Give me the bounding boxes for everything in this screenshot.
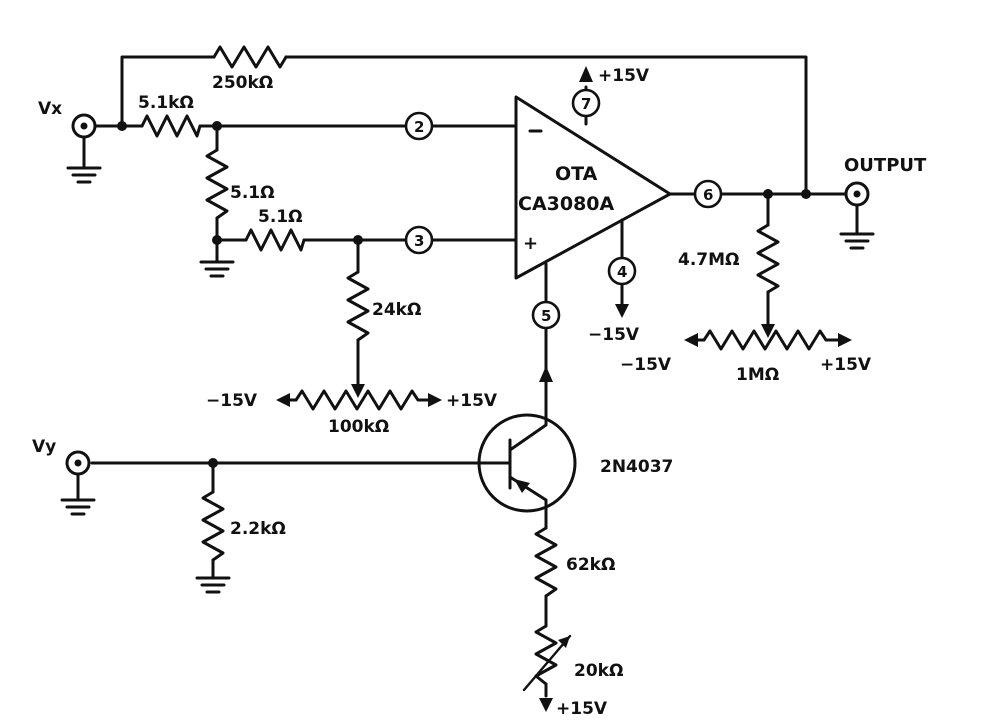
- label-supply-pin7: +15V: [598, 66, 650, 86]
- label-pot-offset-left: −15V: [206, 391, 258, 411]
- pin-2-circle: [404, 111, 434, 141]
- connectors: [65, 113, 870, 502]
- label-r-emitter: 62kΩ: [566, 555, 615, 575]
- transistor-2n4037: [477, 413, 577, 513]
- r-out-4m7: [756, 223, 780, 294]
- pin-3-label: 3: [414, 232, 424, 250]
- arrow-left-icon: [684, 333, 698, 347]
- arrow-left-icon: [276, 393, 290, 407]
- r-bias-24k: [346, 270, 370, 342]
- wires: [90, 55, 848, 698]
- arrow-up-icon: [539, 366, 553, 382]
- label-pot-offset: 100kΩ: [328, 417, 389, 437]
- label-supply-pin4: −15V: [588, 325, 640, 345]
- junctions: [117, 121, 811, 468]
- label-r-base: 2.2kΩ: [230, 519, 286, 539]
- pot-offset-100k: [294, 389, 424, 411]
- pot-offset-wiper-icon: [351, 384, 365, 398]
- label-output: OUTPUT: [844, 155, 927, 176]
- pin-2-label: 2: [414, 118, 424, 136]
- ground-icon: [199, 260, 235, 278]
- label-input-y: Vy: [32, 437, 56, 457]
- pin-4-label: 4: [617, 263, 627, 281]
- wire-feedback-right: [284, 55, 808, 196]
- pin-5-circle: [531, 300, 561, 330]
- label-pot-out: 1MΩ: [736, 365, 779, 385]
- label-r-out: 4.7MΩ: [678, 250, 739, 270]
- pin-4-circle: [607, 256, 637, 286]
- labels: 250kΩ 5.1kΩ 5.1Ω 5.1Ω 24kΩ −15V +15V 100…: [32, 66, 927, 719]
- r-series-5r1: [244, 228, 306, 252]
- r-in-5k1: [140, 114, 202, 138]
- arrow-down-icon: [539, 698, 553, 712]
- ground-icon: [195, 576, 231, 594]
- pin-3-circle: [404, 225, 434, 255]
- amp-part-label: CA3080A: [518, 193, 615, 215]
- pot-out-1m: [702, 329, 836, 351]
- r-base-2k2: [201, 490, 225, 562]
- wire-feedback-left: [120, 55, 216, 128]
- label-r-in: 5.1kΩ: [138, 93, 194, 113]
- grounds: [60, 166, 875, 594]
- arrow-right-icon: [428, 393, 442, 407]
- r-shunt-5r1: [205, 148, 229, 220]
- arrow-right-icon: [838, 333, 852, 347]
- ground-icon: [66, 166, 102, 184]
- label-pot-offset-right: +15V: [446, 391, 498, 411]
- label-r-series: 5.1Ω: [258, 207, 303, 227]
- amp-plus-sign: +: [523, 233, 538, 254]
- label-r-shunt: 5.1Ω: [230, 183, 275, 203]
- r-emitter-62k: [534, 526, 558, 598]
- pot-emitter-arrow-head: [558, 636, 570, 648]
- r-feedback-250k: [212, 45, 288, 69]
- pin-5-label: 5: [541, 307, 551, 325]
- pin-6-label: 6: [703, 186, 713, 204]
- pin-markers: 2 3 7 4 5 6: [404, 88, 723, 330]
- pin-7-circle: [571, 88, 601, 118]
- label-r-bias: 24kΩ: [372, 300, 421, 320]
- arrow-down-icon: [615, 304, 629, 318]
- pin-7-label: 7: [581, 95, 591, 113]
- emitter-arrow-icon: [514, 479, 530, 493]
- ground-icon: [839, 232, 875, 250]
- label-input-x: Vx: [38, 99, 62, 119]
- label-pot-emitter: 20kΩ: [574, 661, 623, 681]
- pot-emitter-arrow-line: [522, 634, 572, 692]
- pot-out-wiper-icon: [761, 324, 775, 338]
- label-pot-out-left: −15V: [620, 355, 672, 375]
- arrows: [276, 66, 852, 712]
- label-pot-out-right: +15V: [820, 355, 872, 375]
- ota-amplifier: + OTA CA3080A: [514, 95, 672, 280]
- arrow-up-icon: [579, 66, 593, 82]
- resistors: [140, 45, 836, 692]
- label-r-feedback: 250kΩ: [212, 73, 273, 93]
- ground-icon: [60, 498, 96, 516]
- pin-6-circle: [693, 179, 723, 209]
- amp-type-label: OTA: [555, 163, 598, 185]
- label-transistor: 2N4037: [600, 457, 673, 477]
- label-supply-emitter: +15V: [556, 699, 608, 719]
